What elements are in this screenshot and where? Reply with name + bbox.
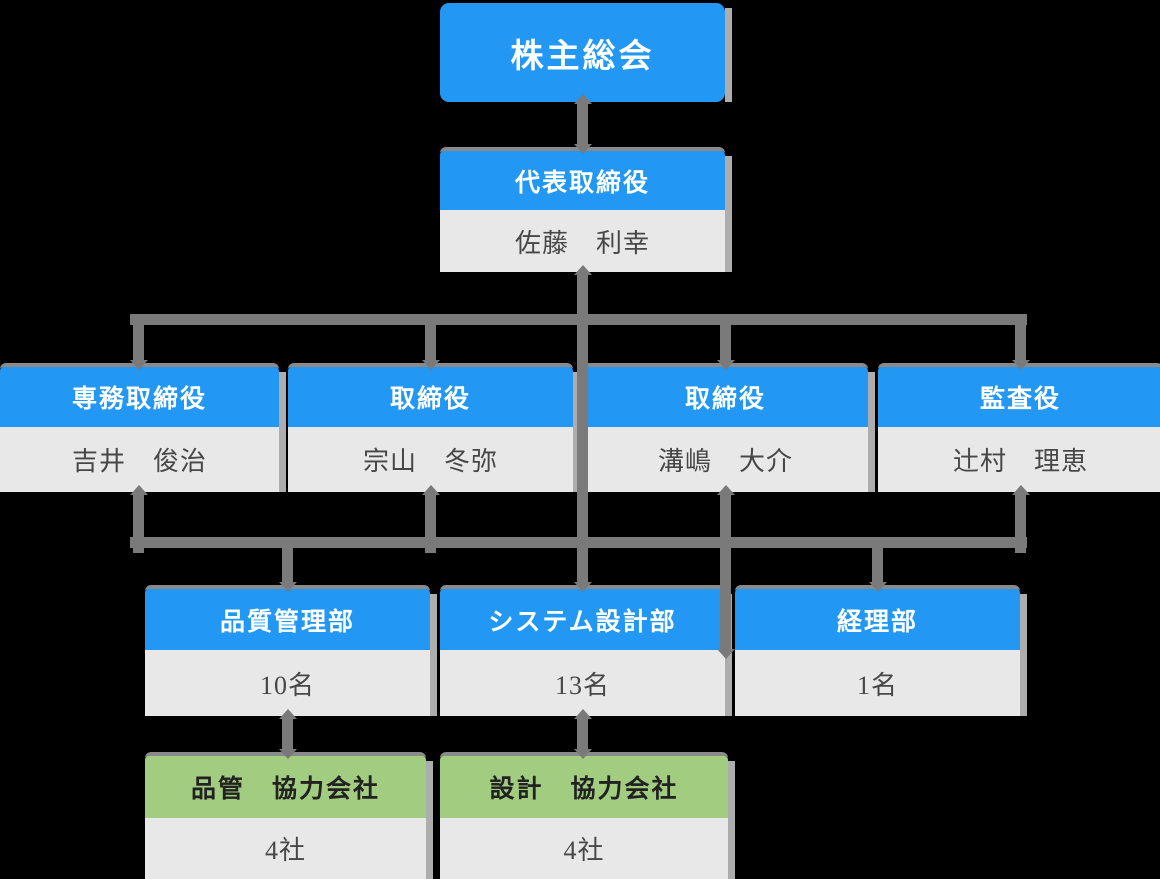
node-title: 株主総会 xyxy=(440,3,725,102)
node-headcount: 13名 xyxy=(440,650,725,716)
connector-drop-director-2 xyxy=(716,318,735,370)
node-title: 経理部 xyxy=(735,589,1020,650)
org-node-system-design-dept: システム設計部 13名 xyxy=(440,585,732,716)
node-title: 専務取締役 xyxy=(0,367,279,427)
node-person-name: 吉井 俊治 xyxy=(0,427,279,492)
connector-rise-senior-managing-director xyxy=(129,485,148,553)
node-headcount: 10名 xyxy=(145,650,430,716)
node-title: 取締役 xyxy=(583,367,868,427)
node-person-name: 宗山 冬弥 xyxy=(288,427,573,492)
connector-rise-auditor xyxy=(1011,485,1030,553)
org-node-accounting-dept: 経理部 1名 xyxy=(735,585,1027,716)
org-node-auditor: 監査役 辻村 理恵 xyxy=(878,363,1160,492)
node-company-count: 4社 xyxy=(440,818,728,879)
connector-drop-auditor xyxy=(1011,318,1030,370)
connector-drop-senior-managing-director xyxy=(129,318,148,370)
connector-design-to-partner xyxy=(573,709,592,759)
node-title: 取締役 xyxy=(288,367,573,427)
node-title: 品管 協力会社 xyxy=(145,756,426,818)
node-title: 品質管理部 xyxy=(145,589,430,650)
org-node-senior-managing-director: 専務取締役 吉井 俊治 xyxy=(0,363,286,492)
connector-shareholders-to-representative xyxy=(573,94,592,154)
org-node-director-2: 取締役 溝嶋 大介 xyxy=(583,363,875,492)
node-company-count: 4社 xyxy=(145,818,426,879)
node-person-name: 溝嶋 大介 xyxy=(583,427,868,492)
org-node-shareholders-meeting: 株主総会 xyxy=(440,3,732,102)
org-node-qc-partner-companies: 品管 協力会社 4社 xyxy=(145,752,433,879)
org-node-director-1: 取締役 宗山 冬弥 xyxy=(288,363,580,492)
node-title: システム設計部 xyxy=(440,589,725,650)
node-title: 監査役 xyxy=(878,367,1160,427)
connector-representative-to-system-design xyxy=(573,265,592,592)
org-node-quality-control-dept: 品質管理部 10名 xyxy=(145,585,437,716)
connector-rise-director-1 xyxy=(421,485,440,553)
node-title: 代表取締役 xyxy=(440,151,725,210)
connector-drop-quality-control-dept xyxy=(278,540,297,592)
node-title: 設計 協力会社 xyxy=(440,756,728,818)
node-person-name: 辻村 理恵 xyxy=(878,427,1160,492)
org-node-design-partner-companies: 設計 協力会社 4社 xyxy=(440,752,735,879)
connector-rise-director-2 xyxy=(716,485,735,659)
connector-qc-to-partner xyxy=(278,709,297,759)
connector-drop-accounting-dept xyxy=(868,540,887,592)
connector-drop-director-1 xyxy=(421,318,440,370)
node-headcount: 1名 xyxy=(735,650,1020,716)
node-person-name: 佐藤 利幸 xyxy=(440,210,725,272)
org-node-representative-director: 代表取締役 佐藤 利幸 xyxy=(440,147,732,272)
